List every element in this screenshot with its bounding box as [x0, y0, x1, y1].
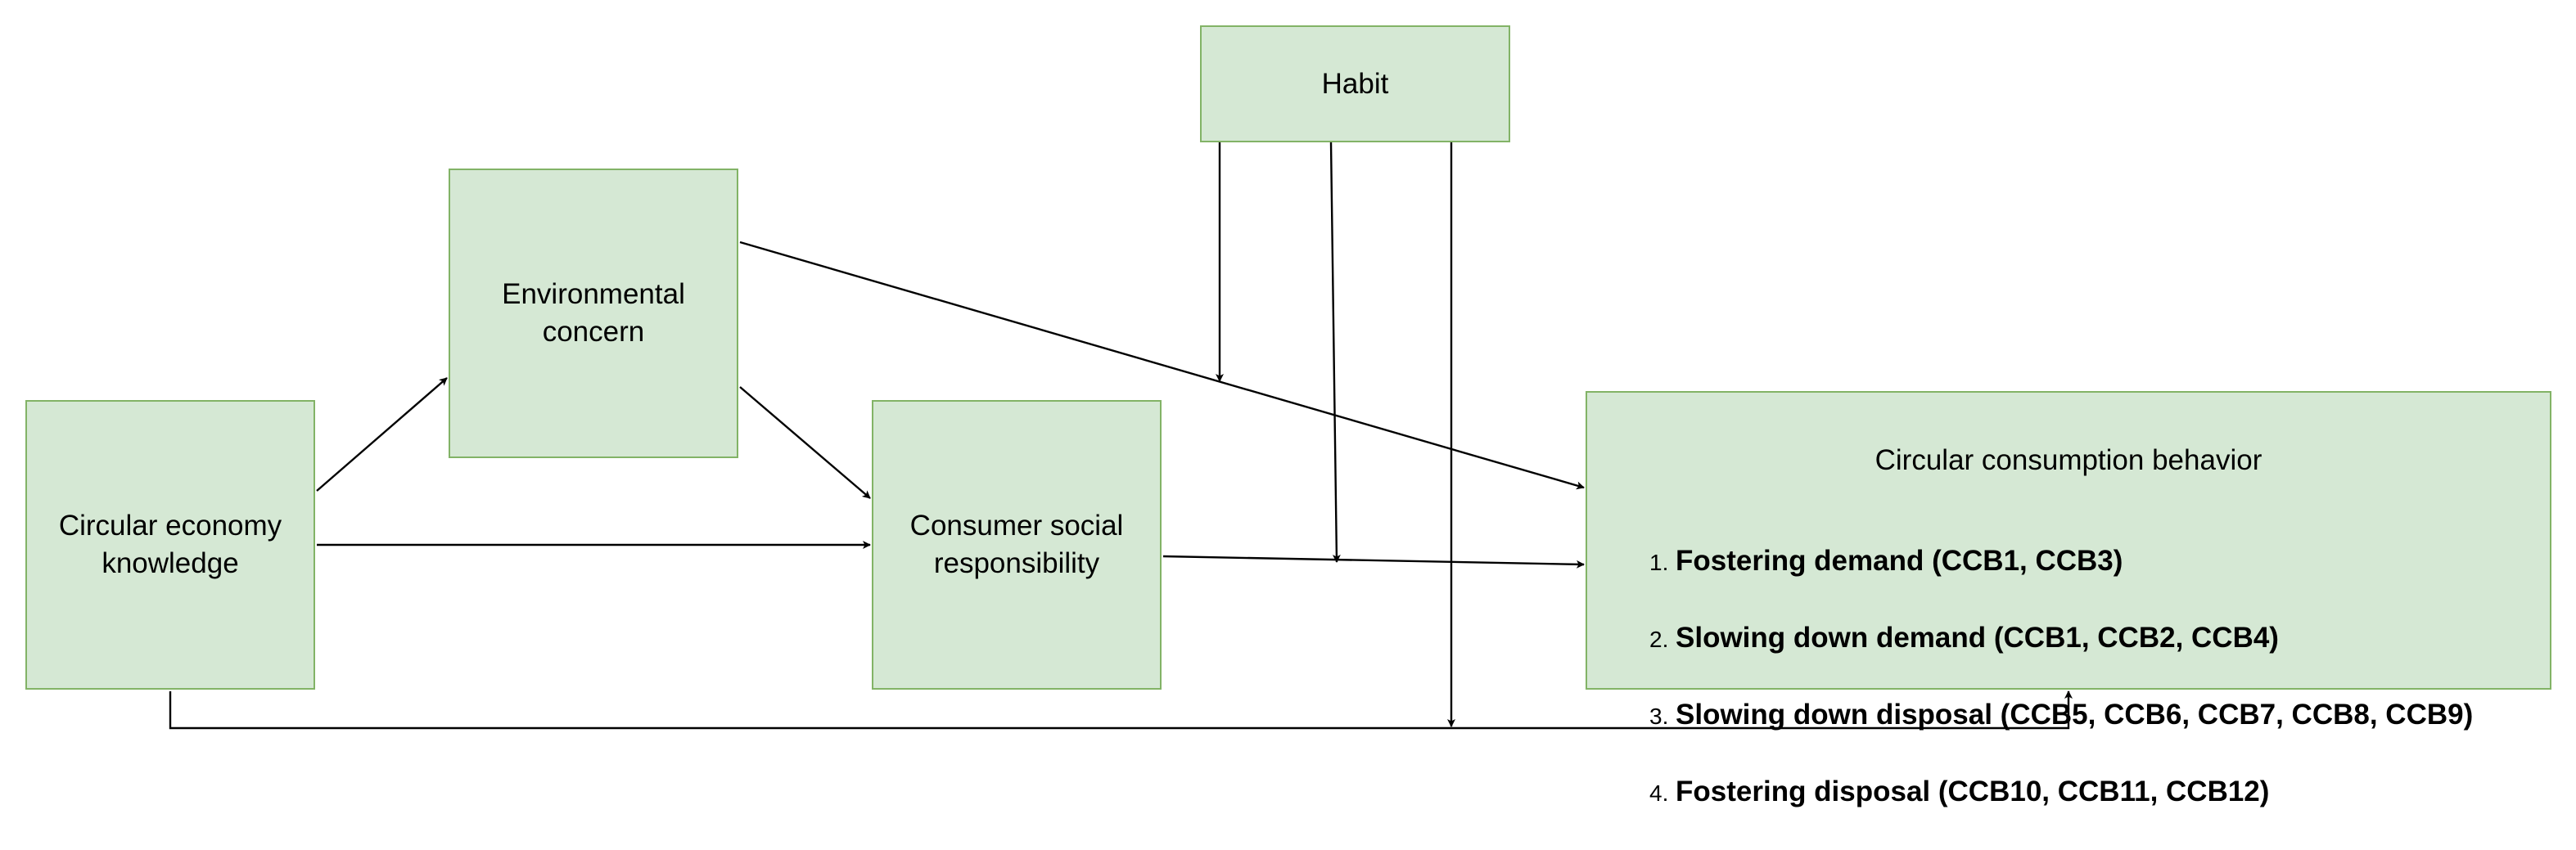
ccb-dimension-item: 1. Fostering demand (CCB1, CCB3) [1649, 542, 2473, 582]
ccb-title: Circular consumption behavior [1874, 444, 2262, 476]
edge-knowledge-to-env [316, 377, 448, 492]
ccb-item-text: Fostering disposal (CCB10, CCB11, CCB12) [1676, 776, 2270, 807]
ccb-item-text: Slowing down disposal (CCB5, CCB6, CCB7,… [1676, 699, 2474, 731]
node-circular-consumption-behavior[interactable]: Circular consumption behavior 1. Fosterin… [1586, 391, 2551, 807]
ccb-dimension-item: 2. Slowing down demand (CCB1, CCB2, CCB4) [1649, 619, 2473, 659]
node-habit[interactable]: Habit [1200, 25, 1510, 142]
edge-env-to-ccb [739, 241, 1585, 490]
ccb-item-text: Fostering demand (CCB1, CCB3) [1676, 545, 2123, 577]
ccb-item-number: 3. [1649, 704, 1669, 729]
node-environmental-concern[interactable]: Environmental concern [449, 169, 738, 458]
edge-csr-to-ccb [1162, 555, 1585, 569]
edge-env-to-csr [739, 386, 871, 499]
ccb-item-text: Slowing down demand (CCB1, CCB2, CCB4) [1676, 622, 2279, 654]
ccb-item-number: 4. [1649, 780, 1669, 806]
ccb-dimension-item: 4. Fostering disposal (CCB10, CCB11, CCB1… [1649, 773, 2473, 812]
node-consumer-social-responsibility[interactable]: Consumer social responsibility [872, 400, 1162, 690]
ccb-dimension-list: 1. Fostering demand (CCB1, CCB3) 2. Slowin… [1649, 505, 2473, 850]
ccb-item-number: 2. [1649, 627, 1669, 652]
edge-habit-moderates-csr-ccb [1329, 142, 1341, 563]
ccb-item-number: 1. [1649, 550, 1669, 575]
ccb-dimension-item: 3. Slowing down disposal (CCB5, CCB6, CCB… [1649, 696, 2473, 735]
diagram-connectors [169, 142, 2073, 730]
research-model-diagram: Circular economy knowledge Environmental… [25, 25, 2551, 807]
edge-knowledge-to-ccb [169, 690, 2073, 730]
node-circular-economy-knowledge[interactable]: Circular economy knowledge [25, 400, 315, 690]
